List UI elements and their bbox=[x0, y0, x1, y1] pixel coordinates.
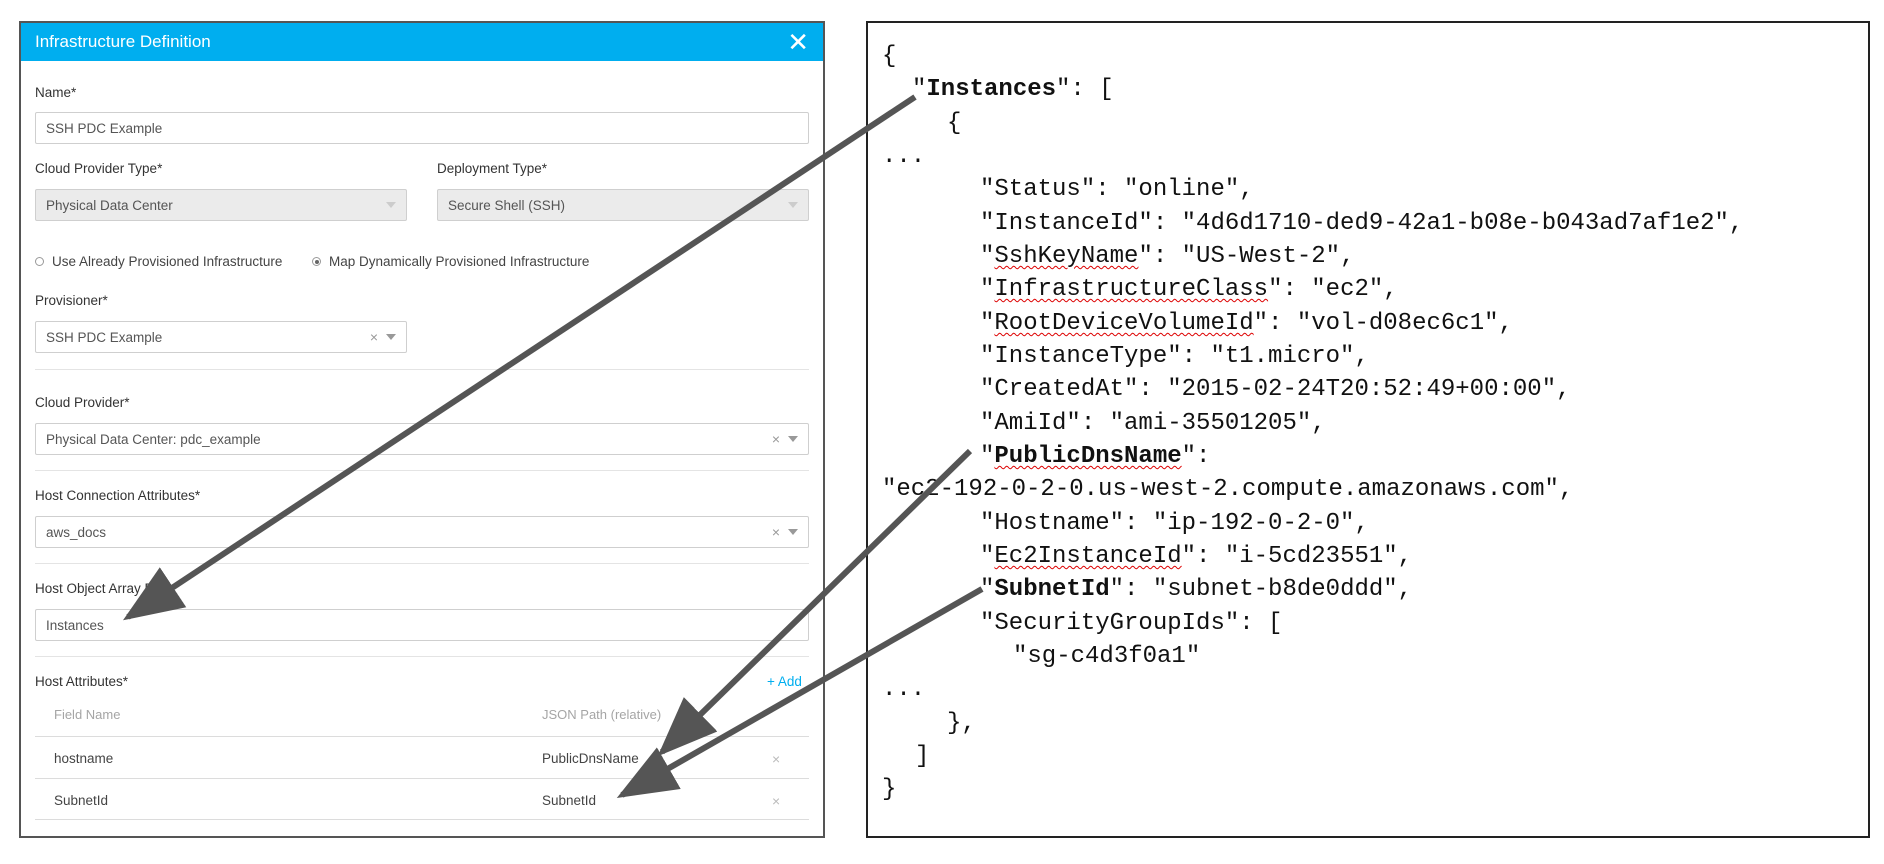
clear-icon[interactable]: × bbox=[369, 329, 378, 345]
row-field-name[interactable]: SubnetId bbox=[54, 793, 109, 808]
deployment-type-select[interactable]: Secure Shell (SSH) bbox=[437, 189, 809, 221]
host-connection-label: Host Connection Attributes* bbox=[35, 488, 201, 503]
json-line: ... bbox=[882, 676, 926, 703]
json-line: { bbox=[882, 43, 897, 70]
dialog-title: Infrastructure Definition bbox=[35, 32, 211, 51]
cloud-provider-value: Physical Data Center: pdc_example bbox=[46, 431, 261, 447]
clear-icon[interactable]: × bbox=[771, 431, 780, 447]
cloud-provider-type-select[interactable]: Physical Data Center bbox=[35, 189, 407, 221]
json-line: "RootDeviceVolumeId": "vol-d08ec6c1", bbox=[980, 310, 1513, 337]
host-object-array-path-label: Host Object Array Path* bbox=[35, 581, 178, 596]
json-line: "Status": "online", bbox=[980, 176, 1254, 203]
json-line: "SshKeyName": "US-West-2", bbox=[980, 243, 1355, 270]
radio-checked-icon bbox=[312, 257, 321, 266]
provisioner-select[interactable]: SSH PDC Example × bbox=[35, 321, 407, 353]
cloud-provider-label: Cloud Provider* bbox=[35, 395, 130, 410]
provisioner-label: Provisioner* bbox=[35, 293, 108, 308]
json-line: }, bbox=[947, 710, 976, 737]
infrastructure-definition-dialog: Infrastructure Definition ✕ Name* SSH PD… bbox=[19, 21, 825, 838]
dialog-header: Infrastructure Definition ✕ bbox=[21, 23, 823, 61]
host-object-array-path-input[interactable]: Instances bbox=[35, 609, 809, 641]
radio-unchecked-icon bbox=[35, 257, 44, 266]
table-row-line bbox=[35, 819, 809, 820]
divider bbox=[35, 369, 809, 370]
cloud-provider-type-value: Physical Data Center bbox=[46, 197, 173, 213]
radio-dynamically-provisioned[interactable]: Map Dynamically Provisioned Infrastructu… bbox=[312, 254, 589, 269]
remove-row-icon[interactable]: × bbox=[772, 793, 781, 809]
json-line: { bbox=[947, 110, 962, 137]
cloud-provider-type-label: Cloud Provider Type* bbox=[35, 161, 163, 176]
json-line: } bbox=[882, 776, 897, 803]
row-field-name[interactable]: hostname bbox=[54, 751, 114, 766]
cloud-provider-select[interactable]: Physical Data Center: pdc_example × bbox=[35, 423, 809, 455]
chevron-down-icon bbox=[788, 202, 798, 208]
host-connection-value: aws_docs bbox=[46, 524, 107, 540]
column-header-field-name: Field Name bbox=[54, 707, 121, 722]
json-key-subnetid: SubnetId bbox=[994, 576, 1110, 603]
json-line: "InstanceType": "t1.micro", bbox=[980, 343, 1369, 370]
table-row-line bbox=[35, 778, 809, 779]
divider bbox=[35, 563, 809, 564]
add-host-attribute-button[interactable]: + Add bbox=[767, 674, 802, 689]
json-line: "CreatedAt": "2015-02-24T20:52:49+00:00"… bbox=[980, 376, 1571, 403]
name-value: SSH PDC Example bbox=[46, 120, 163, 136]
json-line: "Ec2InstanceId": "i-5cd23551", bbox=[980, 543, 1413, 570]
json-key-publicdnsname: PublicDnsName bbox=[994, 443, 1182, 470]
divider bbox=[35, 656, 809, 657]
name-input[interactable]: SSH PDC Example bbox=[35, 112, 809, 144]
row-json-path[interactable]: SubnetId bbox=[542, 793, 597, 808]
chevron-down-icon bbox=[788, 529, 798, 535]
json-line: "sg-c4d3f0a1" bbox=[1013, 643, 1201, 670]
provisioner-value: SSH PDC Example bbox=[46, 329, 163, 345]
clear-icon[interactable]: × bbox=[771, 524, 780, 540]
radio-already-label: Use Already Provisioned Infrastructure bbox=[52, 254, 283, 269]
json-line: "SecurityGroupIds": [ bbox=[980, 610, 1283, 637]
json-line: "InstanceId": "4d6d1710-ded9-42a1-b08e-b… bbox=[980, 210, 1744, 237]
json-line-public-dns: "PublicDnsName": bbox=[980, 443, 1211, 470]
close-icon[interactable]: ✕ bbox=[787, 27, 809, 57]
json-sample-panel: { "Instances": [ { ... "Status": "online… bbox=[866, 21, 1870, 838]
json-key-instances: Instances bbox=[926, 76, 1057, 103]
json-line: "InfrastructureClass": "ec2", bbox=[980, 276, 1398, 303]
json-line-instances: "Instances": [ bbox=[912, 76, 1114, 103]
column-header-json-path: JSON Path (relative) bbox=[542, 707, 662, 722]
chevron-down-icon bbox=[788, 436, 798, 442]
json-line: "ec2-192-0-2-0.us-west-2.compute.amazona… bbox=[882, 476, 1574, 503]
radio-already-provisioned[interactable]: Use Already Provisioned Infrastructure bbox=[35, 254, 282, 269]
radio-dynamic-label: Map Dynamically Provisioned Infrastructu… bbox=[329, 254, 590, 269]
table-header-line bbox=[35, 736, 809, 737]
json-line: ] bbox=[915, 743, 930, 770]
host-connection-select[interactable]: aws_docs × bbox=[35, 516, 809, 548]
row-json-path[interactable]: PublicDnsName bbox=[542, 751, 639, 766]
name-label: Name* bbox=[35, 85, 77, 100]
chevron-down-icon bbox=[386, 202, 396, 208]
remove-row-icon[interactable]: × bbox=[772, 751, 781, 767]
host-attributes-label: Host Attributes* bbox=[35, 674, 129, 689]
json-line: "Hostname": "ip-192-0-2-0", bbox=[980, 510, 1369, 537]
deployment-type-value: Secure Shell (SSH) bbox=[448, 197, 566, 213]
json-line-subnet: "SubnetId": "subnet-b8de0ddd", bbox=[980, 576, 1413, 603]
host-object-array-path-value: Instances bbox=[46, 617, 104, 633]
divider bbox=[35, 470, 809, 471]
json-line: "AmiId": "ami-35501205", bbox=[980, 410, 1326, 437]
deployment-type-label: Deployment Type* bbox=[437, 161, 548, 176]
json-line: ... bbox=[882, 143, 926, 170]
chevron-down-icon bbox=[386, 334, 396, 340]
